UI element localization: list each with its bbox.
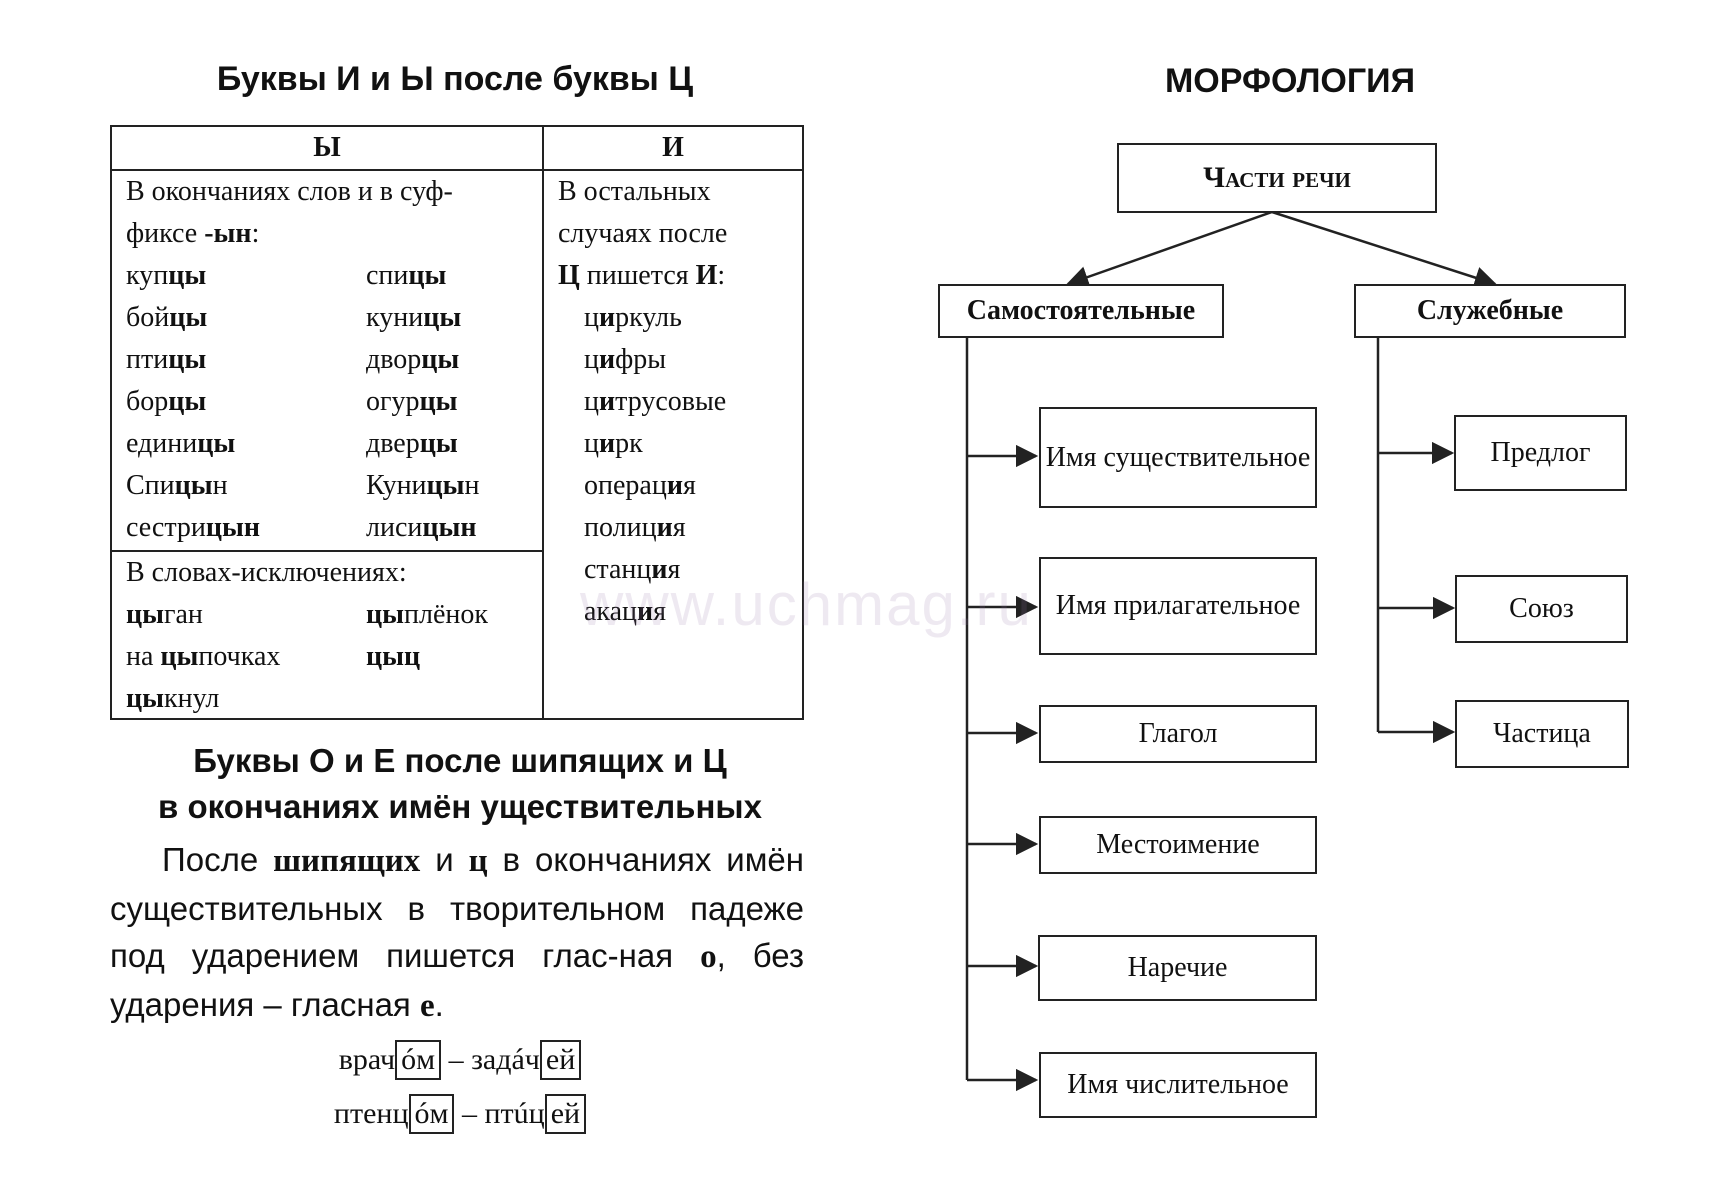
i-rule-line-2: случаях после xyxy=(558,218,728,249)
exception-word: цыган xyxy=(126,599,203,630)
y-example-word: огурцы xyxy=(366,386,458,417)
y-example-word-row: борцы огурцы xyxy=(126,381,536,423)
y-word-list: купцы спицы бойцы куницы птицы дворцы борцы огу… xyxy=(126,255,536,549)
y-example-word-row: единицы дверцы xyxy=(126,423,536,465)
y-example-word: птицы xyxy=(126,344,207,375)
ending-box: óм xyxy=(408,1094,455,1134)
y-example-word-row: птицы дворцы xyxy=(126,339,536,381)
i-example-word: цитрусовые xyxy=(584,386,727,417)
y-example-word-row: сестрицын лисицын xyxy=(126,507,536,549)
y-example-word: купцы xyxy=(126,260,207,291)
morphology-title: МОРФОЛОГИЯ xyxy=(1164,62,1416,100)
arrow-to-independent xyxy=(1065,210,1273,288)
section-title-o-e-line-2: в окончаниях имён уществительных xyxy=(158,788,762,825)
y-rule-line-1: В окончаниях слов и в суф- xyxy=(126,176,453,207)
exception-word: на цыпочках xyxy=(126,641,281,672)
node-auxiliary: Служебные xyxy=(1354,284,1626,338)
i-example-word: акация xyxy=(584,596,667,627)
i-word-list: циркуль цифры цитрусовые цирк операция полици… xyxy=(558,297,798,633)
node-verb: Глагол xyxy=(1039,705,1317,763)
table-exceptions-divider xyxy=(112,550,542,552)
table-column-divider xyxy=(542,127,544,718)
i-example-word: цифры xyxy=(584,344,667,375)
column-header-y: Ы xyxy=(313,132,341,163)
ending-box: ей xyxy=(539,1040,582,1080)
exception-word-row: на цыпочках цыц xyxy=(126,636,536,678)
exceptions-cell: В словах-исключениях: цыган цыплёнок на цы… xyxy=(126,552,536,720)
exceptions-label: В словах-исключениях: xyxy=(126,557,407,588)
section-title-o-e-line-1: Буквы О и Е после шипящих и Ц xyxy=(193,742,727,779)
node-preposition: Предлог xyxy=(1454,415,1627,491)
node-particle: Частица xyxy=(1455,700,1629,768)
i-example-word: полиция xyxy=(584,512,686,543)
i-rule-cell: В остальных случаях после Ц пишется И: ц… xyxy=(558,171,798,633)
exception-word: цыкнул xyxy=(126,683,220,714)
y-example-word-row: бойцы куницы xyxy=(126,297,536,339)
y-rule-line-2: фиксе -ын: xyxy=(126,218,260,249)
node-noun: Имя существительное xyxy=(1039,407,1317,508)
y-example-word: борцы xyxy=(126,386,207,417)
y-example-word: лисицын xyxy=(366,512,477,543)
i-example-word: цирк xyxy=(584,428,643,459)
y-example-word: бойцы xyxy=(126,302,208,333)
node-independent: Самостоятельные xyxy=(938,284,1224,338)
i-example-word: станция xyxy=(584,554,681,585)
i-rule-line-3: Ц пишется И: xyxy=(558,260,726,291)
y-example-word: Спицын xyxy=(126,470,228,501)
table-header-divider xyxy=(112,169,802,171)
node-numeral: Имя числительное xyxy=(1039,1052,1317,1118)
y-example-word: единицы xyxy=(126,428,236,459)
exception-word-row: цыкнул xyxy=(126,678,536,720)
i-example-word: операция xyxy=(584,470,696,501)
node-adjective: Имя прилагательное xyxy=(1039,557,1317,655)
node-pronoun: Местоимение xyxy=(1039,816,1317,874)
y-example-word-row: Спицын Куницын xyxy=(126,465,536,507)
spelling-rules-table: Ы И В окончаниях слов и в суф- фиксе -ын… xyxy=(110,125,804,720)
exception-word: цыплёнок xyxy=(366,599,488,630)
node-adverb: Наречие xyxy=(1038,935,1317,1001)
column-header-i: И xyxy=(662,132,684,163)
y-example-word: сестрицын xyxy=(126,512,261,543)
y-rule-cell: В окончаниях слов и в суф- фиксе -ын: ку… xyxy=(126,171,536,549)
i-rule-line-1: В остальных xyxy=(558,176,711,207)
y-example-word: дворцы xyxy=(366,344,460,375)
y-example-word: спицы xyxy=(366,260,447,291)
exception-word-list: цыган цыплёнок на цыпочках цыц цыкнул xyxy=(126,594,536,720)
exception-word-row: цыган цыплёнок xyxy=(126,594,536,636)
node-parts-of-speech: Части речи xyxy=(1117,143,1437,213)
arrow-to-auxiliary xyxy=(1271,210,1498,289)
y-example-word: куницы xyxy=(366,302,462,333)
i-example-word: циркуль xyxy=(584,302,682,333)
section-title-o-e: Буквы О и Е после шипящих и Ц в окончани… xyxy=(110,738,810,830)
y-example-word: Куницын xyxy=(366,470,480,501)
y-example-word-row: купцы спицы xyxy=(126,255,536,297)
y-example-word: дверцы xyxy=(366,428,458,459)
ending-box: ей xyxy=(544,1094,587,1134)
exception-word: цыц xyxy=(366,641,421,672)
section-title-i-y: Буквы И и Ы после буквы Ц xyxy=(216,60,694,98)
node-conjunction: Союз xyxy=(1455,575,1628,643)
ending-box: óм xyxy=(395,1040,442,1080)
rule-paragraph: После шипящих и ц в окончаниях имён суще… xyxy=(110,841,804,1024)
